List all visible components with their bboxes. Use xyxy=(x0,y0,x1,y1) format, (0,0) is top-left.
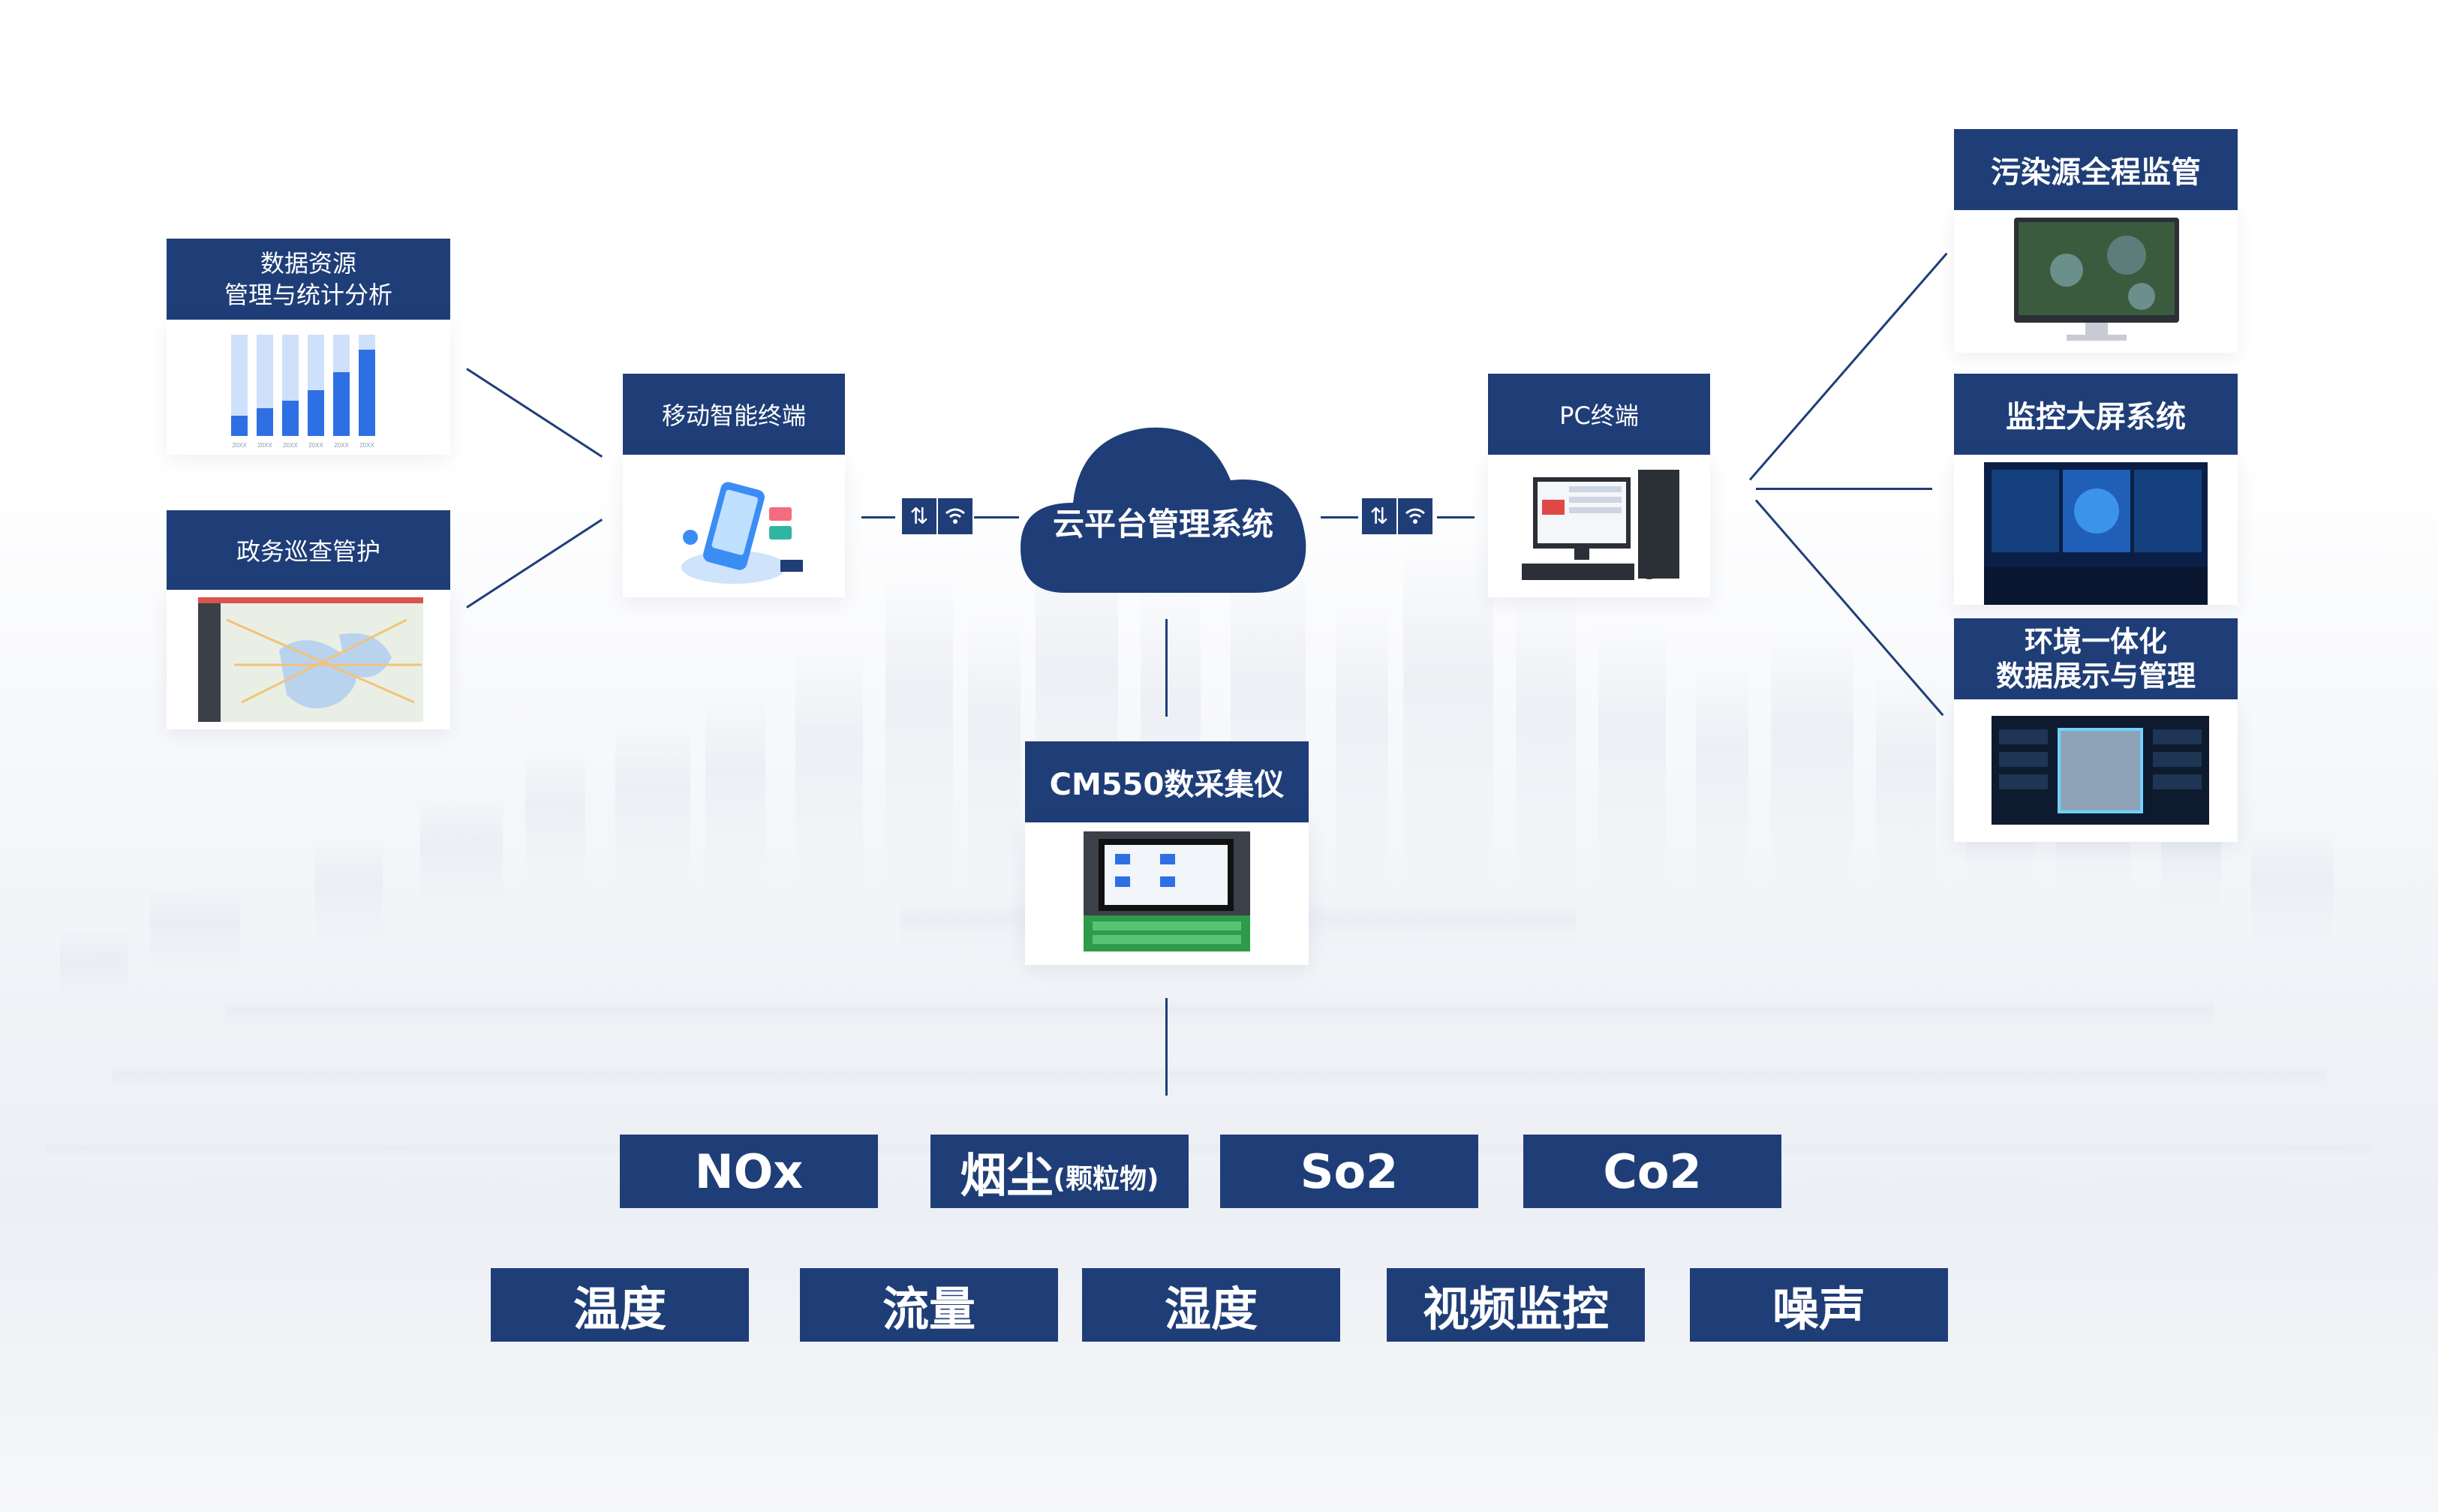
chart-tick: 20XX xyxy=(283,442,298,449)
connector-collector-sensors xyxy=(1165,998,1168,1096)
chart-tick: 20XX xyxy=(257,442,272,449)
connector-cloud-collector xyxy=(1165,619,1168,717)
pollution-monitor-card xyxy=(1954,210,2238,353)
connector-mobile-cloud-a xyxy=(861,516,895,519)
patrol-label: 政务巡查管护 xyxy=(167,510,450,590)
phone-illustration xyxy=(681,482,803,584)
chart-tick: 20XX xyxy=(334,442,349,449)
bar-chart-illustration: 20XX 20XX 20XX 20XX 20XX 20XX xyxy=(231,335,375,449)
sensor-so2: So2 xyxy=(1220,1135,1478,1208)
dashboard-illustration xyxy=(1992,716,2209,825)
pc-terminal-card xyxy=(1488,455,1710,597)
data-collector-label: CM550数采集仪 xyxy=(1025,741,1309,822)
sensor-flow: 流量 xyxy=(800,1268,1058,1342)
chart-tick: 20XX xyxy=(359,442,374,449)
wifi-icon xyxy=(938,498,972,534)
monitor-illustration xyxy=(2014,218,2179,341)
connector-cloud-pc-a xyxy=(1321,516,1358,519)
data-logger-device xyxy=(1084,831,1250,951)
sensor-dust-sub: (颗粒物) xyxy=(1053,1164,1159,1195)
control-room-illustration xyxy=(1984,462,2208,605)
pollution-supervision-label: 污染源全程监管 xyxy=(1954,129,2238,210)
connector-cloud-pc-b xyxy=(1437,516,1475,519)
chart-columns xyxy=(231,335,375,436)
data-resource-label: 数据资源 管理与统计分析 xyxy=(167,239,450,320)
chart-tick: 20XX xyxy=(308,442,323,449)
chart-tick: 20XX xyxy=(232,442,247,449)
pc-terminal-label: PC终端 xyxy=(1488,374,1710,455)
big-screen-system-label: 监控大屏系统 xyxy=(1954,374,2238,455)
bar-chart-card: 20XX 20XX 20XX 20XX 20XX 20XX xyxy=(167,320,450,455)
link-arrows-icon: ⇅ xyxy=(902,498,936,534)
mobile-terminal-card xyxy=(623,455,845,597)
sensor-video-monitoring: 视频监控 xyxy=(1387,1268,1645,1342)
environment-dashboard-card xyxy=(1954,699,2238,842)
map-thumbnail xyxy=(198,597,423,722)
cloud-platform-label: 云平台管理系统 xyxy=(1052,506,1273,543)
environment-integration-label: 环境一体化 数据展示与管理 xyxy=(1954,618,2238,699)
map-screenshot-card xyxy=(167,590,450,729)
sensor-nox: NOx xyxy=(620,1135,878,1208)
sensor-co2: Co2 xyxy=(1523,1135,1781,1208)
connector-mobile-cloud-b xyxy=(974,516,1019,519)
big-screen-card xyxy=(1954,455,2238,605)
sensor-dust: 烟尘 (颗粒物) xyxy=(930,1135,1189,1208)
mobile-terminal-label: 移动智能终端 xyxy=(623,374,845,455)
sensor-noise: 噪声 xyxy=(1690,1268,1948,1342)
sensor-temperature: 温度 xyxy=(491,1268,749,1342)
sensor-humidity: 湿度 xyxy=(1082,1268,1340,1342)
link-arrows-icon: ⇅ xyxy=(1362,498,1396,534)
data-collector-card xyxy=(1025,822,1309,965)
cloud-shape xyxy=(1021,427,1306,593)
wifi-icon xyxy=(1398,498,1432,534)
desktop-computer-illustration xyxy=(1522,470,1679,580)
connector-right-middle xyxy=(1756,488,1932,490)
